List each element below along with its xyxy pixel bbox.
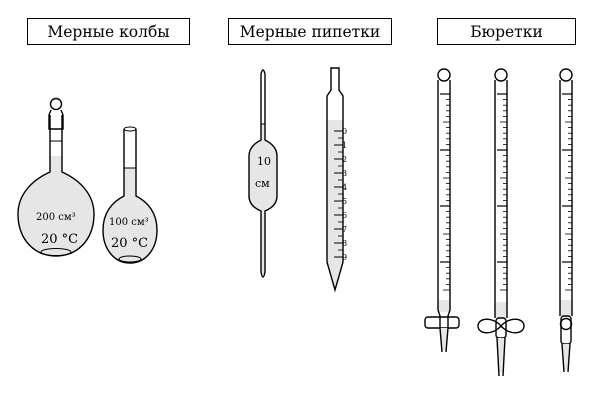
burette-liquid [495, 302, 507, 318]
burette-tube [559, 80, 573, 316]
scale-label-7: 7 [342, 225, 347, 234]
burette-top [494, 68, 508, 82]
burette-pinch-clamp [477, 68, 525, 377]
scale-ticks [334, 130, 343, 258]
scale-label-8: 8 [342, 239, 347, 248]
rubber-tube [495, 317, 507, 339]
flasks-title: Мерные колбы [27, 18, 190, 45]
flask-liquid [103, 168, 157, 263]
pipette-liquid [249, 124, 277, 275]
burette-scale [497, 93, 507, 291]
scale-label-5: 5 [342, 197, 347, 206]
scale-label-3: 3 [342, 169, 347, 178]
scale-label-1: 1 [342, 141, 347, 150]
burette-tip [439, 327, 449, 353]
flask-base [118, 255, 142, 263]
pipette-body [248, 69, 278, 278]
volumetric-flask-100: 100 см³ 20 °C [102, 126, 158, 264]
scale-label-6: 6 [342, 211, 347, 220]
stopcock-handle [424, 316, 460, 329]
burette-scale [440, 93, 450, 291]
bulb-pipette: 10 см [248, 69, 278, 278]
pinch-clamp [477, 318, 525, 334]
burette-top [559, 68, 573, 82]
pipette-liquid [327, 120, 343, 290]
burettes-title: Бюретки [437, 18, 576, 45]
burette-scale [562, 93, 572, 291]
glass-bead [559, 317, 573, 331]
flask-100-volume: 100 см³ [109, 217, 149, 228]
flask-base [40, 248, 72, 256]
flask-200-volume: 200 см³ [36, 212, 76, 223]
neck-rim [123, 126, 137, 132]
burette-bead-valve [559, 68, 573, 373]
burette-tube [494, 80, 508, 318]
burette-tip [496, 337, 506, 377]
volumetric-flask-200: 200 см³ 20 °C [17, 97, 95, 257]
flask-200-temperature: 20 °C [41, 232, 78, 247]
burette-liquid [560, 300, 572, 316]
flask-liquid [18, 156, 94, 256]
burette-tip [561, 343, 571, 373]
pipette-unit: см [255, 177, 270, 190]
burette-tube [437, 80, 451, 328]
scale-label-9: 9 [342, 253, 347, 262]
graduated-pipette: 0 1 2 3 4 5 6 7 8 9 [326, 67, 347, 293]
scale-label-4: 4 [342, 183, 347, 192]
stopper [48, 109, 64, 130]
scale-label-0: 0 [342, 127, 347, 136]
flask-body [102, 129, 158, 264]
flask-100-temperature: 20 °C [111, 236, 148, 251]
scale-label-2: 2 [342, 155, 347, 164]
burette-liquid [438, 300, 450, 312]
burette-top [437, 68, 451, 82]
pipette-body [326, 67, 344, 293]
burette-stopcock [424, 68, 460, 353]
pipettes-title: Мерные пипетки [228, 18, 392, 45]
pipette-volume: 10 [257, 155, 271, 168]
stopper-knob [49, 97, 63, 111]
